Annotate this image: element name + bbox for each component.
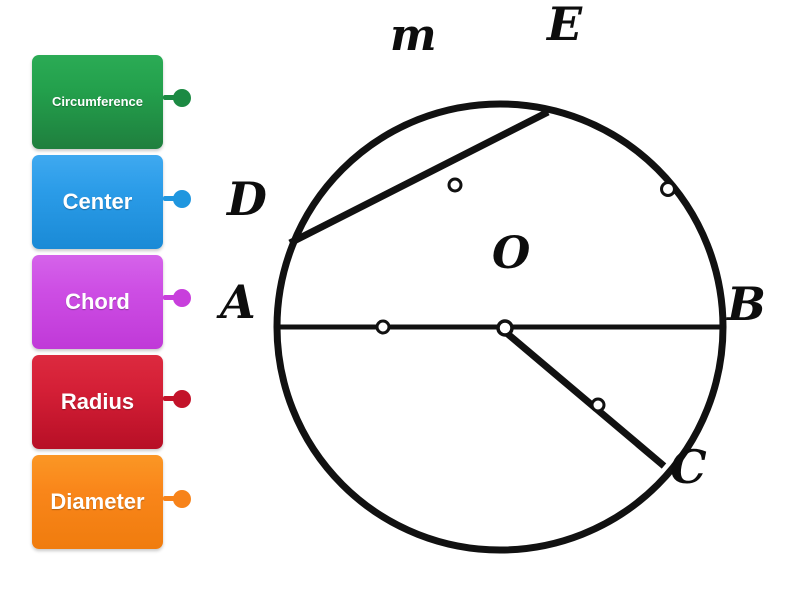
figure-label-O: O xyxy=(492,228,530,279)
figure-label-B: B xyxy=(725,277,766,331)
label-chip-diameter[interactable]: Diameter xyxy=(32,455,163,549)
drop-target-radius[interactable] xyxy=(590,397,606,413)
connector-knob-circumference[interactable] xyxy=(173,89,191,107)
label-bank: Circumference Center Chord Radius Diamet… xyxy=(0,0,200,600)
connector-knob-diameter[interactable] xyxy=(173,490,191,508)
label-chip-text: Center xyxy=(62,189,133,215)
label-chip-radius[interactable]: Radius xyxy=(32,355,163,449)
drop-target-circumference[interactable] xyxy=(660,181,676,197)
label-chip-text: Chord xyxy=(65,289,130,315)
label-chip-text: Radius xyxy=(60,389,135,415)
connector-knob-chord[interactable] xyxy=(173,289,191,307)
drop-target-center[interactable] xyxy=(496,319,514,337)
connector-knob-radius[interactable] xyxy=(173,390,191,408)
figure-label-A: A xyxy=(216,275,256,329)
figure-label-D: D xyxy=(225,172,267,226)
label-chip-text: Diameter xyxy=(50,489,145,515)
label-chip-text: Circumference xyxy=(51,94,144,110)
drop-target-chord[interactable] xyxy=(447,177,463,193)
radius-line-OC xyxy=(500,327,667,469)
connector-knob-center[interactable] xyxy=(173,190,191,208)
drop-target-diameter[interactable] xyxy=(375,319,391,335)
figure-label-E: E xyxy=(545,0,583,51)
chord-line-DE xyxy=(288,108,550,247)
figure-label-m: m xyxy=(390,10,437,61)
circle-diagram: m E D A O B C xyxy=(200,0,800,600)
figure-label-C: C xyxy=(670,440,707,494)
label-chip-circumference[interactable]: Circumference xyxy=(32,55,163,149)
label-chip-chord[interactable]: Chord xyxy=(32,255,163,349)
circle-diagram-svg: m E D A O B C xyxy=(216,0,766,554)
label-chip-center[interactable]: Center xyxy=(32,155,163,249)
